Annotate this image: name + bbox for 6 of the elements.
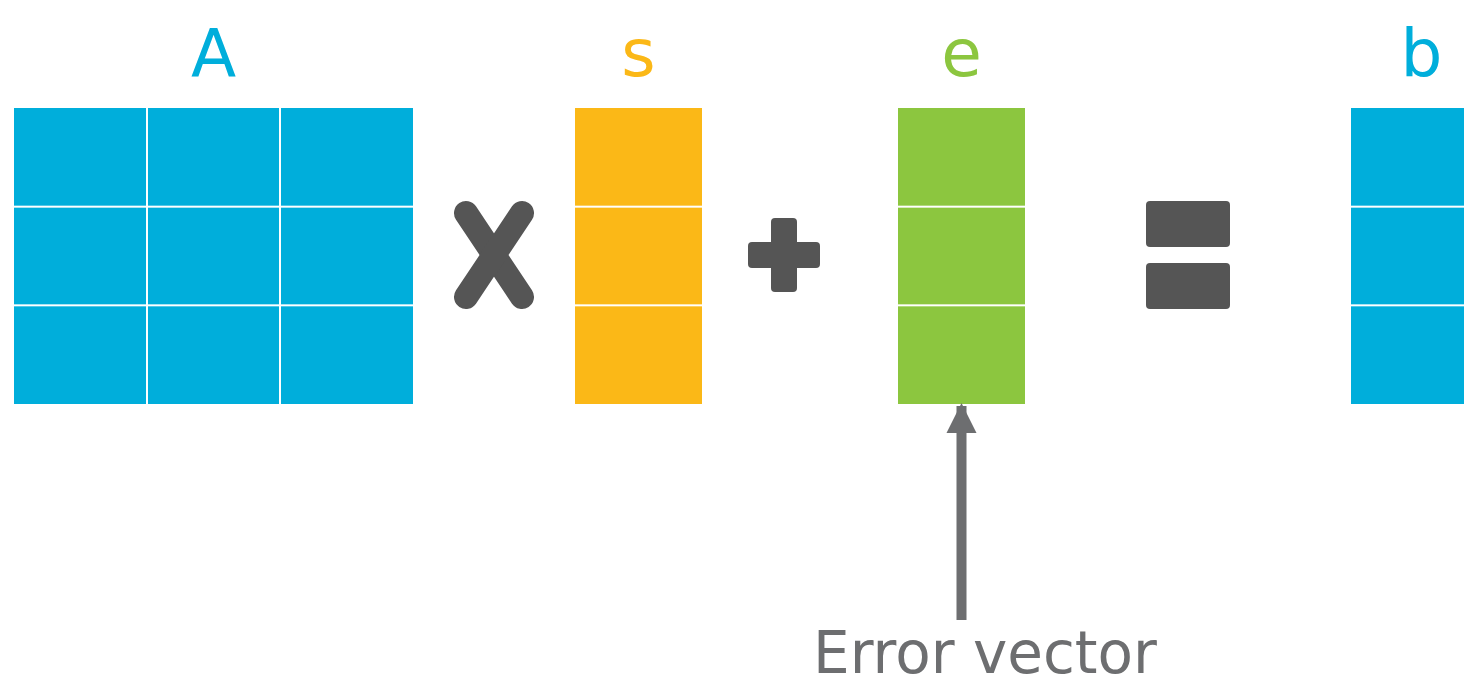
- arrow: [946, 403, 977, 620]
- vector-label: s: [620, 14, 657, 94]
- vector-label: e: [940, 14, 983, 94]
- matrix-label: A: [189, 14, 238, 94]
- annotation-text: Error vector: [790, 622, 1180, 685]
- vector-label: b: [1399, 14, 1444, 94]
